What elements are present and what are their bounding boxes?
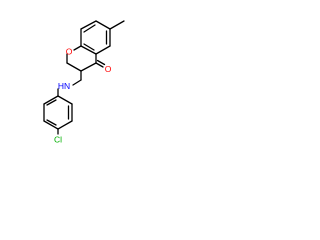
double-bond-inner <box>46 119 57 126</box>
bond <box>43 120 59 130</box>
bond <box>95 45 111 55</box>
aminomethyl-chain <box>57 70 82 97</box>
bond <box>43 95 59 105</box>
double-bond-inner <box>46 99 57 106</box>
bond <box>66 62 82 72</box>
bond <box>73 45 82 51</box>
pyranone-ring <box>66 45 106 72</box>
bond <box>72 79 82 86</box>
bond <box>80 62 97 72</box>
bond <box>80 45 97 55</box>
carbonyl-bond <box>96 59 106 66</box>
ketone-oxygen-label: O <box>105 64 112 74</box>
benzo-ring <box>80 20 125 55</box>
chlorophenyl-ring <box>43 95 73 135</box>
double-bond-inner <box>83 43 95 51</box>
bond <box>57 120 73 130</box>
molecule-diagram: O O HN Cl <box>43 20 125 144</box>
methyl-bond <box>109 20 125 30</box>
bond <box>57 95 73 105</box>
bond <box>80 20 97 30</box>
ring-oxygen-label: O <box>66 46 73 56</box>
amine-label: HN <box>58 81 70 91</box>
chlorine-label: Cl <box>54 134 62 144</box>
carbonyl-bond <box>95 62 104 68</box>
bond <box>95 20 111 30</box>
double-bond-inner <box>83 24 96 33</box>
